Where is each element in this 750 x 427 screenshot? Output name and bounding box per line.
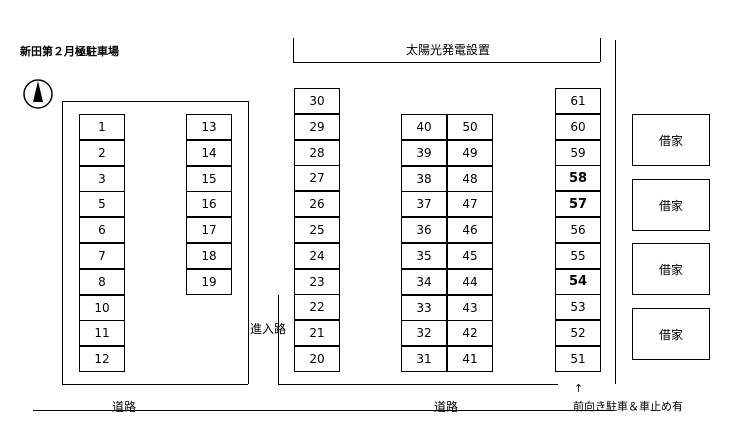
house-4: 借家 xyxy=(632,308,710,360)
note-label: 前向き駐車＆車止め有 xyxy=(573,400,683,413)
parking-spot-38: 38 xyxy=(401,165,447,192)
parking-spot-17: 17 xyxy=(186,217,232,244)
parking-spot-45: 45 xyxy=(447,243,493,269)
parking-spot-20: 20 xyxy=(294,346,340,372)
parking-spot-46: 46 xyxy=(447,217,493,244)
parking-spot-3: 3 xyxy=(79,165,125,192)
parking-spot-28: 28 xyxy=(294,139,340,166)
road-label-left: 道路 xyxy=(112,400,137,414)
parking-spot-60: 60 xyxy=(555,113,601,140)
parking-spot-8: 8 xyxy=(79,268,125,295)
parking-spot-52: 52 xyxy=(555,320,601,347)
parking-spot-54: 54 xyxy=(555,268,601,295)
parking-spot-11: 11 xyxy=(79,320,125,347)
parking-spot-7: 7 xyxy=(79,243,125,269)
parking-spot-10: 10 xyxy=(79,294,125,321)
parking-spot-2: 2 xyxy=(79,139,125,166)
north-arrow-icon xyxy=(23,79,53,109)
parking-spot-16: 16 xyxy=(186,191,232,218)
parking-spot-18: 18 xyxy=(186,243,232,269)
parking-spot-33: 33 xyxy=(401,294,447,321)
page-title: 新田第２月極駐車場 xyxy=(20,45,119,58)
parking-spot-6: 6 xyxy=(79,217,125,244)
parking-spot-12: 12 xyxy=(79,346,125,373)
road-label-right: 道路 xyxy=(434,400,459,414)
boundary-left xyxy=(62,102,63,384)
parking-spot-51: 51 xyxy=(555,346,601,372)
parking-spot-48: 48 xyxy=(447,165,493,192)
parking-spot-22: 22 xyxy=(294,294,340,321)
parking-spot-56: 56 xyxy=(555,217,601,243)
parking-spot-57: 57 xyxy=(555,191,601,218)
entrance-label: 進入路 xyxy=(250,322,287,336)
parking-spot-32: 32 xyxy=(401,320,447,347)
parking-spot-50: 50 xyxy=(447,114,493,140)
parking-spot-44: 44 xyxy=(447,268,493,295)
house-1: 借家 xyxy=(632,114,710,166)
parking-spot-23: 23 xyxy=(294,268,340,295)
boundary-bottom-left xyxy=(62,384,248,385)
parking-spot-55: 55 xyxy=(555,242,601,269)
parking-spot-24: 24 xyxy=(294,242,340,269)
parking-spot-25: 25 xyxy=(294,217,340,243)
parking-spot-53: 53 xyxy=(555,294,601,321)
parking-spot-61: 61 xyxy=(555,88,601,114)
parking-spot-14: 14 xyxy=(186,139,232,166)
boundary-right xyxy=(615,40,616,384)
parking-spot-42: 42 xyxy=(447,320,493,347)
solar-bottom xyxy=(293,62,600,63)
parking-spot-58: 58 xyxy=(555,165,601,192)
boundary-top-left xyxy=(62,101,248,102)
road-line xyxy=(33,410,613,411)
solar-left xyxy=(293,38,294,62)
parking-spot-34: 34 xyxy=(401,268,447,295)
boundary-inner-left xyxy=(248,101,249,384)
parking-spot-19: 19 xyxy=(186,268,232,295)
parking-spot-39: 39 xyxy=(401,139,447,166)
parking-spot-1: 1 xyxy=(79,114,125,140)
boundary-entrance xyxy=(278,295,279,384)
parking-spot-5: 5 xyxy=(79,191,125,218)
parking-spot-41: 41 xyxy=(447,346,493,373)
parking-spot-21: 21 xyxy=(294,320,340,347)
house-3: 借家 xyxy=(632,243,710,295)
parking-spot-36: 36 xyxy=(401,217,447,244)
solar-right xyxy=(600,38,601,62)
parking-spot-26: 26 xyxy=(294,191,340,218)
parking-spot-27: 27 xyxy=(294,165,340,192)
parking-spot-30: 30 xyxy=(294,88,340,114)
parking-spot-35: 35 xyxy=(401,243,447,269)
solar-label: 太陽光発電設置 xyxy=(406,43,491,57)
parking-spot-59: 59 xyxy=(555,139,601,166)
parking-spot-43: 43 xyxy=(447,294,493,321)
boundary-bottom-right xyxy=(278,384,558,385)
parking-spot-29: 29 xyxy=(294,113,340,140)
parking-spot-13: 13 xyxy=(186,114,232,140)
parking-spot-37: 37 xyxy=(401,191,447,218)
house-2: 借家 xyxy=(632,179,710,231)
parking-spot-31: 31 xyxy=(401,346,447,373)
parking-spot-47: 47 xyxy=(447,191,493,218)
note-arrow: ↑ xyxy=(574,382,584,395)
parking-spot-49: 49 xyxy=(447,139,493,166)
parking-spot-40: 40 xyxy=(401,114,447,140)
parking-spot-15: 15 xyxy=(186,165,232,192)
